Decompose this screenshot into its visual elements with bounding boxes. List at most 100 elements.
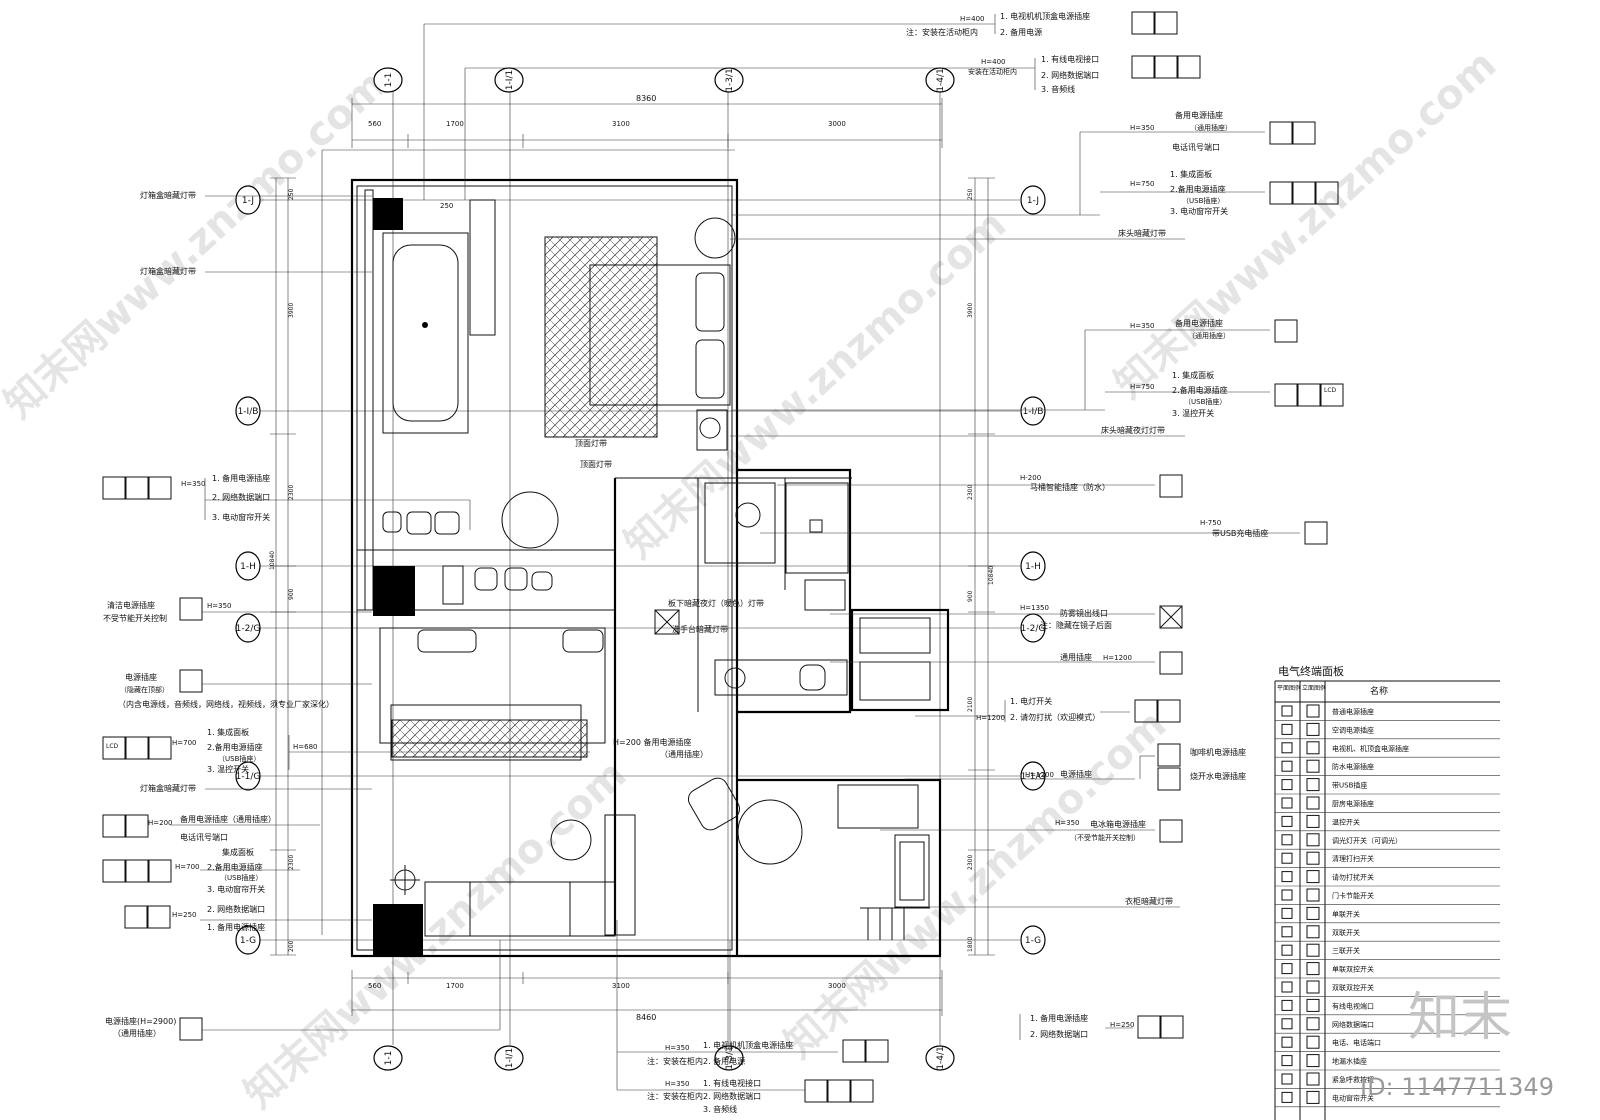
dim-right-part: 900 xyxy=(967,590,974,602)
dim-top-part: 3000 xyxy=(828,120,846,128)
watermark: 知末网www.znzmo.com xyxy=(0,62,395,428)
callout-line: 2. 备用电源 xyxy=(1000,27,1042,37)
legend-plan-symbol xyxy=(1281,742,1293,754)
watermark: 知末网www.znzmo.com xyxy=(616,202,1015,568)
section-marker: 1-2/G xyxy=(1020,613,1046,643)
callout-line: 集成面板 xyxy=(222,847,254,857)
socket-label: H=200 备用电源插座 xyxy=(613,737,692,747)
legend-elevation-symbol xyxy=(1306,925,1320,939)
dim-right-part: 250 xyxy=(967,188,974,200)
ceiling-label: 顶面灯带 xyxy=(580,459,612,469)
legend-row-name: 防水电源插座 xyxy=(1332,762,1374,771)
lounge-furniture xyxy=(382,491,559,605)
section-marker: 1-I/B xyxy=(1020,396,1046,426)
callout-line: 通用插座 xyxy=(1060,652,1092,662)
column xyxy=(373,198,403,230)
callout-height: H=350 xyxy=(665,1044,690,1052)
callout-line: 2. 网络数据端口 xyxy=(703,1091,761,1101)
dim-right-part: 1800 xyxy=(967,937,974,952)
callout-note: 安装在活动柜内 xyxy=(968,67,1017,76)
ceiling-label: 顶面灯带 xyxy=(575,438,607,448)
left-plan-labels: 灯箱盒暗藏灯带 灯箱盒暗藏灯带 灯箱盒暗藏灯带 床头暗藏灯带 床头暗藏夜灯灯带 … xyxy=(140,190,1185,908)
legend-plan-symbol xyxy=(1281,963,1293,975)
section-marker-label: 1-4/1 xyxy=(936,1046,946,1069)
legend-elevation-symbol xyxy=(1306,906,1320,920)
callout-height: H-750 xyxy=(1200,519,1221,527)
wardrobe-label: 衣柜暗藏灯带 xyxy=(1125,896,1173,906)
section-marker: 1-J xyxy=(1020,185,1046,215)
section-marker-label: 1-I/B xyxy=(238,407,259,417)
legend-row-name: 清理打扫开关 xyxy=(1332,854,1374,863)
legend-elevation-symbol xyxy=(1306,1072,1320,1086)
callout-line: （通用插座） xyxy=(1188,331,1230,340)
legend-row-name: 门卡节能开关 xyxy=(1332,891,1374,900)
legend-plan-symbol xyxy=(1281,852,1293,864)
dim-top-part: 560 xyxy=(368,120,381,128)
dim-left-part: 2300 xyxy=(288,485,295,500)
section-marker: 1-4/1 xyxy=(925,1045,955,1071)
section-marker-label: 1-J xyxy=(1027,196,1039,206)
legend-plan-symbol xyxy=(1281,981,1293,993)
section-marker-label: 1-1 xyxy=(384,73,394,88)
callout-line: 电源插座 xyxy=(125,672,157,682)
lightbox-label: 灯箱盒暗藏灯带 xyxy=(140,266,196,276)
callout-height: H=400 xyxy=(981,58,1006,66)
section-marker-label: 1-1 xyxy=(384,1051,394,1066)
legend-elevation-symbol xyxy=(1306,870,1320,884)
callout-height: H=400 xyxy=(960,15,985,23)
column xyxy=(373,904,423,956)
legend-plan-symbol xyxy=(1281,1073,1293,1085)
legend-plan-symbol xyxy=(1281,1036,1293,1048)
legend-plan-symbol xyxy=(1281,815,1293,827)
callout-line: （通用插座） xyxy=(1190,123,1232,132)
callout-line: 1. 电灯开关 xyxy=(1010,696,1052,706)
legend-elevation-symbol xyxy=(1306,778,1320,792)
dim-right-part: 3900 xyxy=(967,303,974,318)
callout-height: H=680 xyxy=(293,743,318,751)
callouts: H=400 1. 电视机机顶盒电源插座 2. 备用电源 注：安装在活动柜内 H=… xyxy=(102,11,1344,1114)
callout-line: 3. 音频线 xyxy=(703,1104,737,1114)
callout-line: 注：隐藏在镜子后面 xyxy=(1040,620,1112,630)
section-marker: 1-I/B xyxy=(235,396,261,426)
legend-elevation-symbol xyxy=(1306,1035,1320,1049)
section-marker-label: 1-3/1 xyxy=(725,1046,735,1069)
dim-left-part: 2300 xyxy=(288,855,295,870)
callout-height: H=250 xyxy=(172,911,197,919)
section-marker-label: 1-I/B xyxy=(1023,407,1044,417)
legend-plan-symbol xyxy=(1281,889,1293,901)
section-marker-label: 1-I/1 xyxy=(505,1048,515,1068)
section-markers-right: 1-J1-I/B1-H1-2/G1-1/G1-G xyxy=(1020,185,1046,955)
legend-elevation-symbol xyxy=(1306,833,1320,847)
legend-elevation-symbol xyxy=(1306,1017,1320,1031)
legend-row-name: 带USB插座 xyxy=(1332,781,1367,790)
dim-bottom-part: 3100 xyxy=(612,982,630,990)
legend-elevation-symbol xyxy=(1306,1090,1320,1104)
callout-line: 3. 电动窗帘开关 xyxy=(212,512,270,522)
callout-line: 2.备用电源插座 xyxy=(207,862,263,872)
legend-row-name: 温控开关 xyxy=(1332,817,1360,826)
bed-upper xyxy=(589,217,736,451)
section-markers-left: 1-J1-I/B1-H1-2/G1-1/G1-G xyxy=(235,185,261,955)
legend-row-name: 请勿打扰开关 xyxy=(1332,873,1374,882)
callout-height: H=1200 xyxy=(1103,654,1132,662)
callout-line: 2.备用电源插座 xyxy=(1172,385,1228,395)
bedroom-rug xyxy=(544,236,658,438)
callout-line: 不受节能开关控制 xyxy=(103,613,167,623)
dim-label: 250 xyxy=(440,202,453,210)
legend-row-name: 单联开关 xyxy=(1332,909,1360,918)
callout-line: 备用电源插座 xyxy=(1175,318,1223,328)
legend-row-name: 厨房电源插座 xyxy=(1332,799,1374,808)
dim-top-part: 1700 xyxy=(446,120,464,128)
callout-height: H=350 xyxy=(1130,124,1155,132)
dim-right-part: 2100 xyxy=(967,697,974,712)
legend-rows: 普通电源插座空调电源插座电视机、机顶盒电源插座防水电源插座带USB插座厨房电源插… xyxy=(1275,704,1500,1108)
column xyxy=(373,566,415,616)
dim-bottom-part: 1700 xyxy=(446,982,464,990)
callout-line: 1. 备用电源插座 xyxy=(207,922,265,932)
columns xyxy=(373,198,423,956)
callout-line: （USB插座） xyxy=(218,754,260,763)
legend-row-name: 空调电源插座 xyxy=(1332,725,1374,734)
bathtub xyxy=(382,199,496,434)
callout-line: 1. 备用电源插座 xyxy=(212,473,270,483)
legend-elevation-symbol xyxy=(1306,888,1320,902)
